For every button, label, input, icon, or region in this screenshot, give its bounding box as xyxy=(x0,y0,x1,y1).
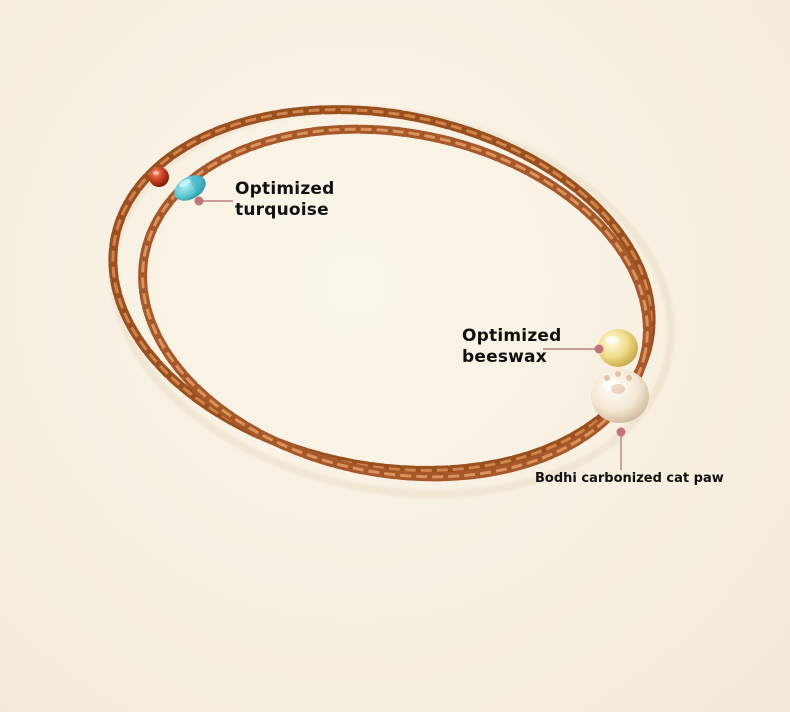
inner-strand xyxy=(138,124,652,482)
cat-paw-label: Bodhi carbonized cat paw xyxy=(535,471,724,487)
leader-turquoise xyxy=(194,196,233,206)
leader-dot-icon xyxy=(616,427,626,437)
beeswax-label-line1: Optimized xyxy=(462,326,562,346)
leader-dot-icon xyxy=(594,344,604,354)
turquoise-label: Optimized turquoise xyxy=(235,179,335,221)
beeswax-bead xyxy=(598,329,638,367)
beeswax-label: Optimized beeswax xyxy=(462,326,562,368)
beeswax-label-line2: beeswax xyxy=(462,347,547,367)
turquoise-bead xyxy=(174,175,206,201)
leader-cat-paw xyxy=(616,427,626,470)
leader-beeswax xyxy=(543,344,604,354)
turquoise-label-line2: turquoise xyxy=(235,200,329,220)
cat-paw-bead xyxy=(591,369,649,423)
turquoise-label-line1: Optimized xyxy=(235,179,335,199)
red-agate-bead xyxy=(149,167,169,187)
leader-dot-icon xyxy=(194,196,204,206)
cat-paw-label-text: Bodhi carbonized cat paw xyxy=(535,471,724,486)
